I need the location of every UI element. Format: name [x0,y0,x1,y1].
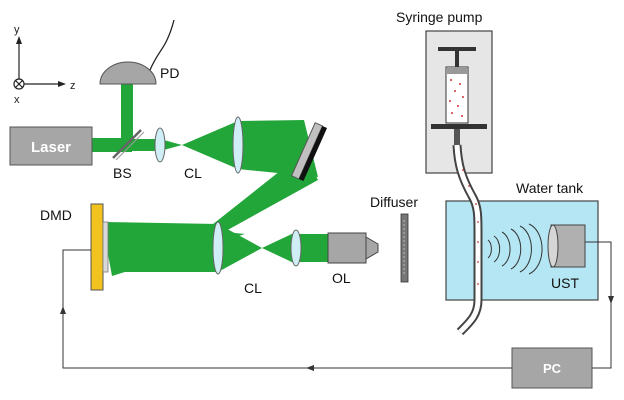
pc-label: PC [543,361,562,376]
photodetector: PD [99,19,179,85]
water-tank-label: Water tank [516,180,584,196]
ust-label: UST [551,275,579,291]
beam-splitter [112,129,142,159]
cylindrical-lens-4 [290,229,302,267]
axis-label-x: x [14,94,20,106]
cylindrical-lens-1 [154,127,166,163]
ol-label: OL [332,270,351,286]
objective-lens: OL [327,232,379,286]
syringe-pump-label: Syringe pump [396,9,483,25]
diffuser: Diffuser [370,194,418,283]
axis-label-z: z [70,80,76,92]
syringe-pump: Syringe pump [396,9,493,174]
arrow-up-icon [60,306,66,314]
coordinate-axes: y x z [13,24,76,106]
dmd: DMD [40,203,109,291]
axis-label-y: y [14,24,20,36]
cl-top-label: CL [184,165,202,181]
bs-label: BS [113,165,132,181]
pc: PC [511,347,593,389]
laser-label: Laser [31,139,71,156]
ultrasound-transducer: UST [547,224,586,291]
cl-bottom-label: CL [244,280,262,296]
dmd-label: DMD [40,207,72,223]
pd-label: PD [160,65,179,81]
arrow-left-icon [306,365,314,371]
mirror [290,122,328,182]
laser-beam-path [92,84,328,276]
cylindrical-lens-2 [232,116,244,174]
flow-tubing [452,144,483,336]
laser-source: Laser [9,126,93,166]
arrow-down-icon [608,296,614,304]
diffuser-label: Diffuser [370,194,418,210]
cylindrical-lens-3 [212,221,224,275]
ultrasound-waves [487,223,543,275]
